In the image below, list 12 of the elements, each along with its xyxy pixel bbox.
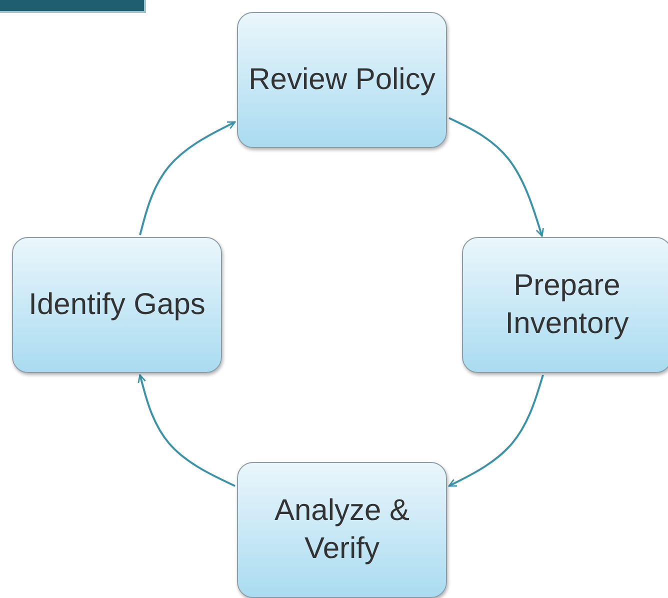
process-box xyxy=(12,237,222,373)
curved-arrow xyxy=(138,374,236,487)
step-label: Prepare Inventory xyxy=(504,268,630,342)
curved-arrow xyxy=(448,374,544,487)
curved-arrow xyxy=(139,121,236,236)
process-box xyxy=(237,462,447,598)
curved-arrow xyxy=(448,117,544,237)
step-label: Analyze & Verify xyxy=(273,493,411,567)
step-label: Review Policy xyxy=(248,62,436,98)
process-box xyxy=(237,12,447,148)
process-box xyxy=(462,237,668,373)
step-label: Identify Gaps xyxy=(28,287,206,323)
